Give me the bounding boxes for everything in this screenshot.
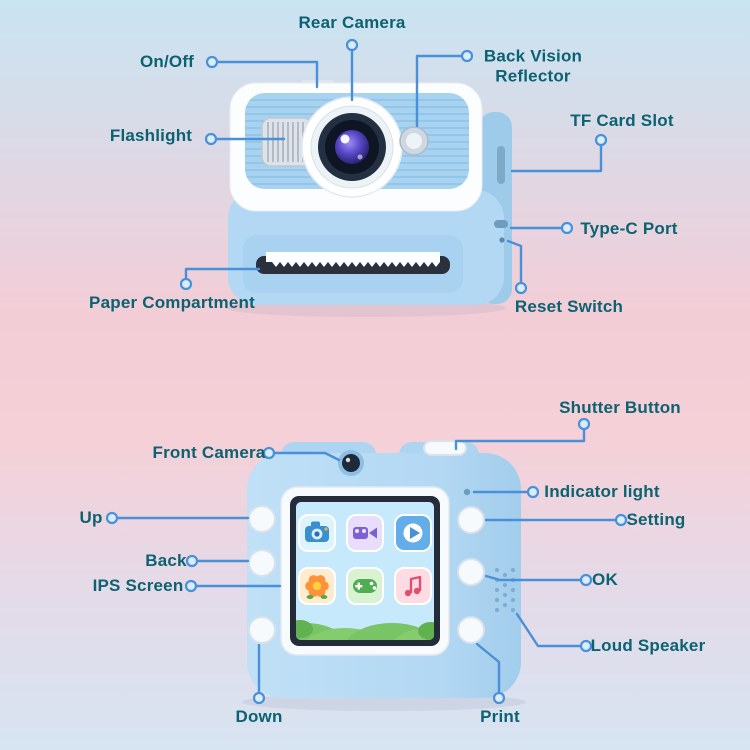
callout-dot-paper-compartment xyxy=(179,277,193,291)
label-type-c-port: Type-C Port xyxy=(580,219,678,239)
label-rear-camera: Rear Camera xyxy=(298,13,406,33)
label-tf-card-slot: TF Card Slot xyxy=(570,111,674,131)
callout-line-shutter xyxy=(454,422,586,451)
callout-dot-up xyxy=(105,511,119,525)
screen-content xyxy=(296,514,434,640)
callout-dot-on-off xyxy=(205,55,219,69)
flashlight-part xyxy=(261,117,313,167)
callout-line-ok xyxy=(484,574,588,582)
callout-line-back-vision xyxy=(415,54,469,128)
back-button-part xyxy=(248,549,276,577)
label-paper-compartment: Paper Compartment xyxy=(89,293,255,313)
label-flashlight: Flashlight xyxy=(109,126,193,146)
callout-dot-ips xyxy=(184,579,198,593)
setting-button-part xyxy=(457,506,485,534)
indicator-light-part xyxy=(463,488,471,496)
callout-dot-indicator xyxy=(526,485,540,499)
video-icon xyxy=(346,514,384,552)
front-view-camera-illustration xyxy=(226,80,512,317)
rear-camera-lens-part xyxy=(301,96,403,198)
ips-screen-part xyxy=(280,486,450,656)
callout-dot-down xyxy=(252,691,266,705)
camera-icon xyxy=(298,514,336,552)
label-front-camera: Front Camera xyxy=(152,443,266,463)
label-back: Back xyxy=(145,551,187,571)
callout-dot-tf-card xyxy=(594,133,608,147)
callout-dot-flashlight xyxy=(204,132,218,146)
label-back-vision-reflector: Back Vision Reflector xyxy=(483,46,583,85)
reset-switch-part xyxy=(499,237,505,243)
game-controller-icon xyxy=(346,567,384,605)
shutter-button-part xyxy=(423,440,467,456)
flower-icon xyxy=(298,567,336,605)
label-indicator-light: Indicator light xyxy=(544,482,660,502)
ok-button-part xyxy=(457,558,485,586)
callout-lines xyxy=(110,43,623,700)
paper-compartment-part xyxy=(243,235,463,293)
label-down: Down xyxy=(235,707,283,727)
label-on-off: On/Off xyxy=(139,52,195,72)
label-ok: OK xyxy=(592,570,618,590)
type-c-port-part xyxy=(494,220,508,228)
screen-grass xyxy=(296,620,434,640)
print-button-part xyxy=(457,616,485,644)
callout-line-tf-card xyxy=(510,138,603,173)
callout-line-front-camera xyxy=(267,451,341,462)
down-button-part xyxy=(248,616,276,644)
callout-dot-loud-speaker xyxy=(579,639,593,653)
up-button-part xyxy=(248,505,276,533)
callout-dots xyxy=(105,38,628,705)
callout-dot-setting xyxy=(614,513,628,527)
callout-dot-rear-camera xyxy=(345,38,359,52)
callout-dot-back xyxy=(185,554,199,568)
label-reset-switch: Reset Switch xyxy=(514,297,624,317)
callout-dot-shutter xyxy=(577,417,591,431)
callout-dot-ok xyxy=(579,573,593,587)
play-icon xyxy=(394,514,432,552)
callout-dot-reset xyxy=(514,281,528,295)
callout-line-loud-speaker xyxy=(515,612,588,648)
callout-dot-back-vision xyxy=(460,49,474,63)
callout-line-reset xyxy=(506,239,523,290)
callout-dot-front-camera xyxy=(262,446,276,460)
callout-dot-type-c xyxy=(560,221,574,235)
music-icon xyxy=(394,567,432,605)
callout-line-on-off xyxy=(210,60,319,89)
back-view-camera-illustration xyxy=(242,440,526,711)
tf-card-slot-part xyxy=(497,146,505,184)
label-print: Print xyxy=(480,707,520,727)
label-loud-speaker: Loud Speaker xyxy=(590,636,706,656)
label-up: Up xyxy=(79,508,103,528)
label-ips-screen: IPS Screen xyxy=(92,576,184,596)
label-shutter-button: Shutter Button xyxy=(559,398,681,418)
callout-dot-print xyxy=(492,691,506,705)
callout-line-print xyxy=(475,642,501,700)
label-setting: Setting xyxy=(626,510,686,530)
front-camera-part xyxy=(338,450,364,476)
back-vision-reflector-part xyxy=(399,126,429,156)
